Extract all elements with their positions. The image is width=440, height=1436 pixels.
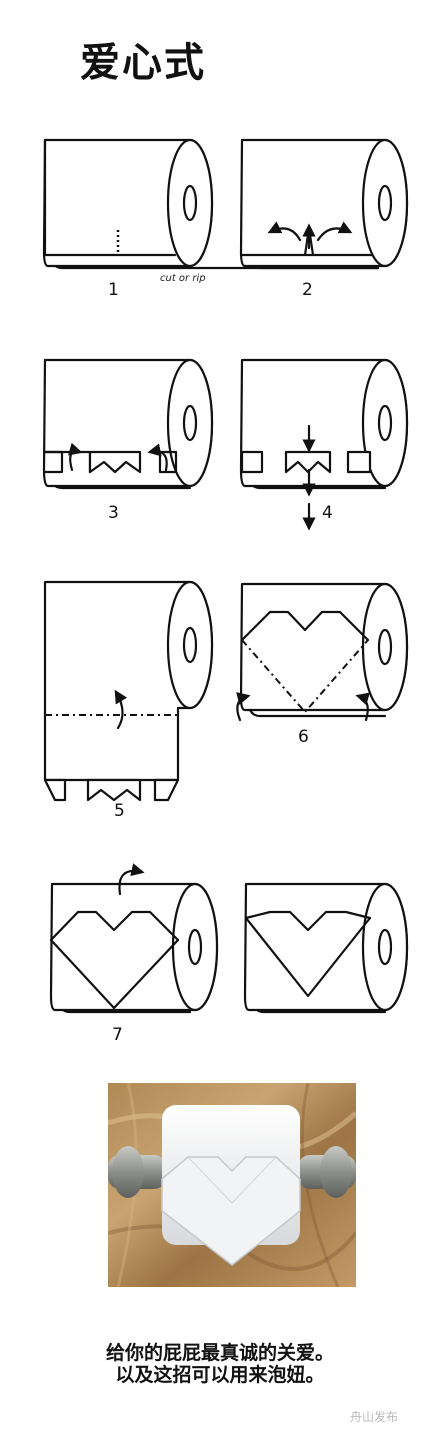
step-2-number: 2 bbox=[302, 280, 313, 300]
step-4-number: 4 bbox=[322, 503, 333, 523]
page-title: 爱心式 bbox=[80, 40, 206, 86]
step-4-figure: 4 bbox=[239, 358, 409, 531]
step-6-figure: 6 bbox=[236, 582, 409, 747]
caption-line-1: 给你的屁屁最真诚的关爱。 bbox=[105, 1342, 334, 1364]
step-1-note: cut or rip bbox=[160, 273, 206, 284]
step-7-number: 7 bbox=[112, 1025, 123, 1045]
step-1-number: 1 bbox=[108, 280, 119, 300]
step-7-figure: 7 bbox=[49, 863, 219, 1045]
caption-line-2: 以及这招可以用来泡妞。 bbox=[115, 1364, 325, 1386]
step-6-number: 6 bbox=[298, 727, 309, 747]
step-3-number: 3 bbox=[108, 503, 119, 523]
step-2-figure: 2 bbox=[239, 138, 409, 300]
caption: 给你的屁屁最真诚的关爱。 以及这招可以用来泡妞。 bbox=[0, 1342, 440, 1386]
final-heart-figure bbox=[243, 882, 409, 1014]
folded-roll-photo bbox=[108, 1083, 356, 1287]
step-1-figure: 1 cut or rip bbox=[42, 138, 380, 300]
step-5-number: 5 bbox=[114, 801, 125, 821]
step-3-figure: 3 bbox=[42, 358, 214, 523]
step-5-figure: 5 bbox=[43, 580, 214, 821]
watermark: 舟山发布 bbox=[350, 1410, 399, 1424]
